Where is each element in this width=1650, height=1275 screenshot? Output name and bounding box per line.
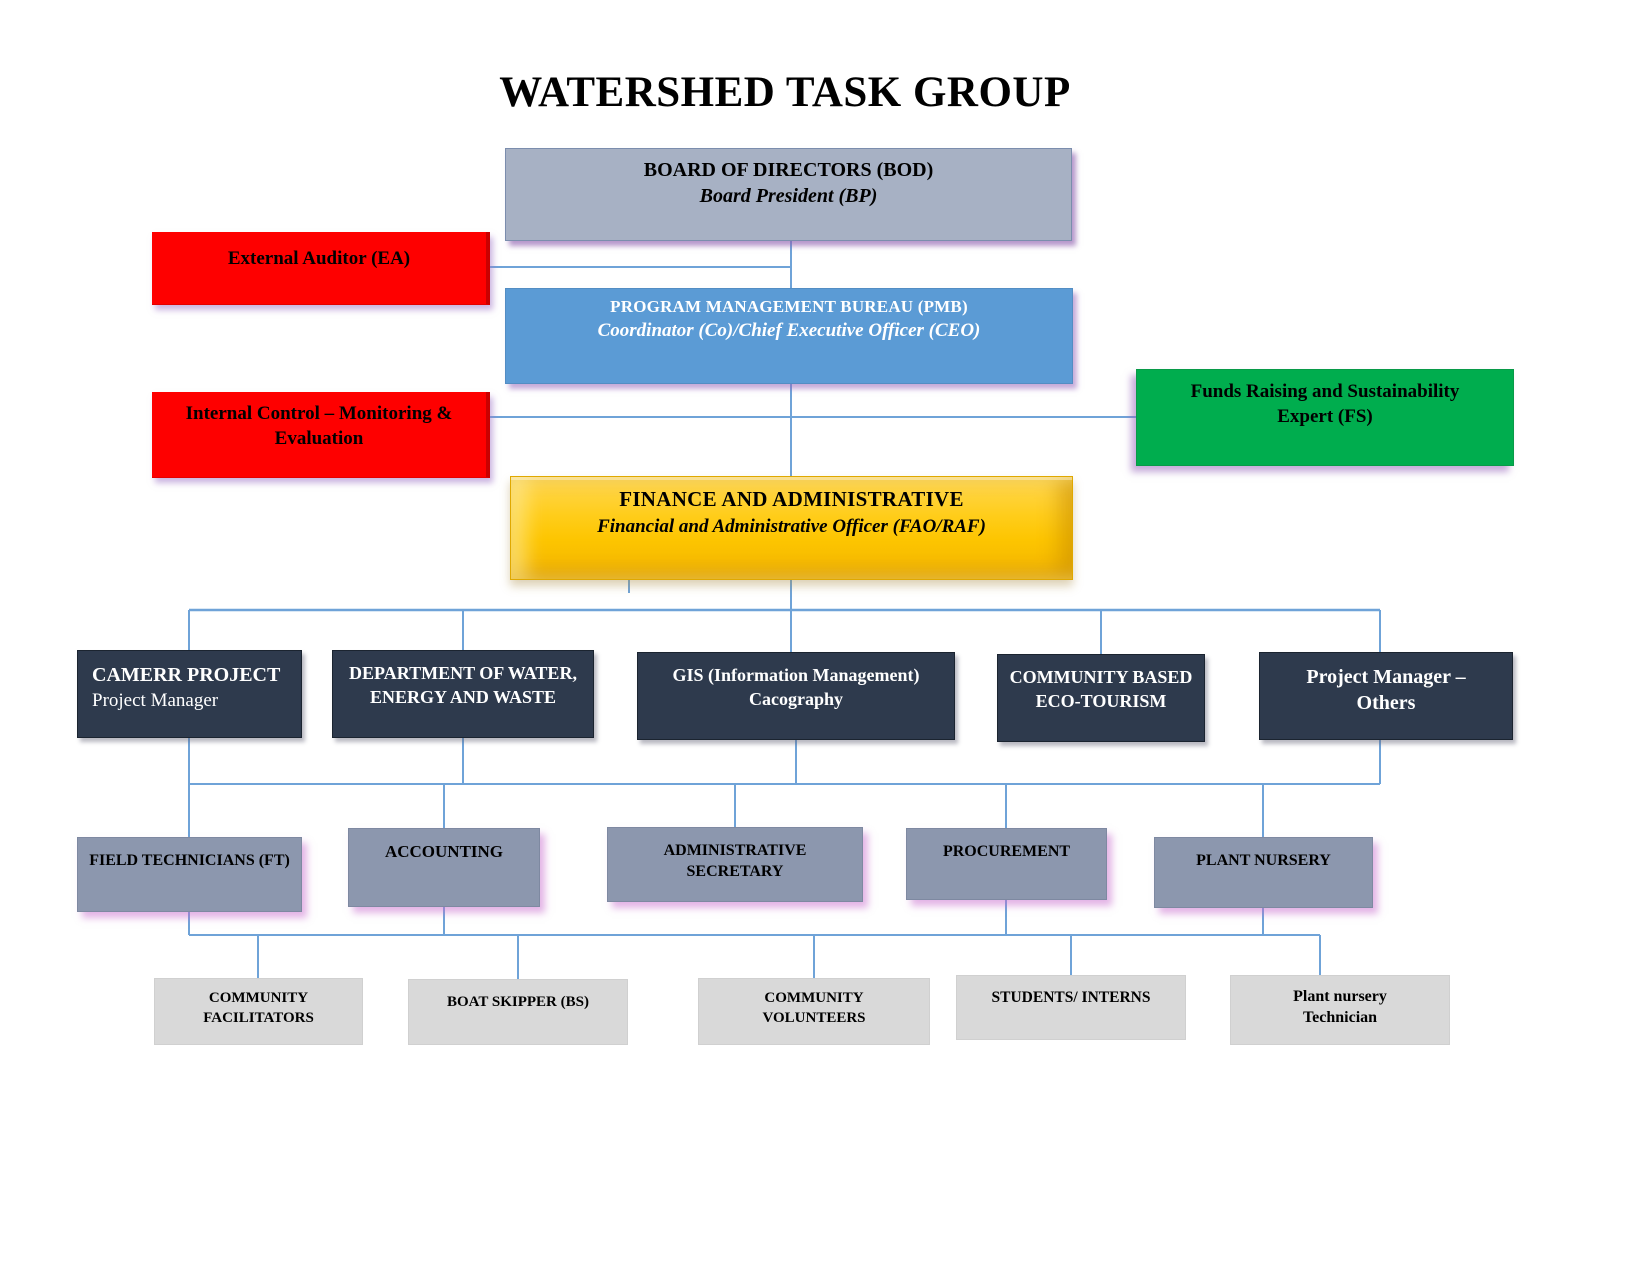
box-subtitle: FACILITATORS (203, 1009, 314, 1026)
box-title: PROGRAM MANAGEMENT BUREAU (PMB) (610, 297, 968, 316)
box-title: STUDENTS/ INTERNS (991, 989, 1151, 1006)
box-administrative-secretary: ADMINISTRATIVE SECRETARY (607, 827, 863, 902)
box-subtitle: Project Manager (92, 690, 219, 712)
box-boat-skipper: BOAT SKIPPER (BS) (408, 979, 628, 1045)
box-finance-administrative: FINANCE AND ADMINISTRATIVE Financial and… (510, 476, 1073, 580)
box-external-auditor: External Auditor (EA) (152, 232, 490, 305)
box-funds-raising-expert: Funds Raising and Sustainability Expert … (1136, 369, 1514, 466)
box-title: Plant nursery (1293, 988, 1387, 1005)
box-department-water-energy-waste: DEPARTMENT OF WATER, ENERGY AND WASTE (332, 650, 594, 738)
box-title: External Auditor (EA) (227, 248, 411, 269)
box-plant-nursery: PLANT NURSERY (1154, 837, 1373, 908)
box-program-management-bureau: PROGRAM MANAGEMENT BUREAU (PMB) Coordina… (505, 288, 1073, 384)
box-community-facilitators: COMMUNITY FACILITATORS (154, 978, 363, 1045)
box-project-manager-others: Project Manager – Others (1259, 652, 1513, 740)
box-title: Internal Control – Monitoring & (185, 403, 453, 424)
box-title: Project Manager – (1306, 666, 1466, 688)
box-subtitle: Financial and Administrative Officer (FA… (597, 515, 986, 537)
box-subtitle: Evaluation (274, 428, 364, 450)
box-subtitle: Technician (1302, 1009, 1378, 1027)
box-internal-control: Internal Control – Monitoring & Evaluati… (152, 392, 490, 478)
box-subtitle: Cacography (749, 688, 843, 709)
box-title: ACCOUNTING (384, 842, 504, 861)
box-subtitle: Coordinator (Co)/Chief Executive Officer… (597, 320, 981, 342)
box-gis-information-management: GIS (Information Management) Cacography (637, 652, 955, 740)
box-subtitle: ECO-TOURISM (1035, 690, 1167, 711)
box-title: PLANT NURSERY (1196, 852, 1331, 869)
box-title: CAMERR PROJECT (92, 664, 281, 686)
box-community-based-eco-tourism: COMMUNITY BASED ECO-TOURISM (997, 654, 1205, 742)
box-subtitle: SECRETARY (686, 863, 784, 881)
box-subtitle: Expert (FS) (1277, 406, 1373, 428)
box-title: GIS (Information Management) (672, 665, 920, 685)
box-board-of-directors: BOARD OF DIRECTORS (BOD) Board President… (505, 148, 1072, 241)
box-camerr-project: CAMERR PROJECT Project Manager (77, 650, 302, 738)
page-title: WATERSHED TASK GROUP (499, 69, 1071, 116)
box-procurement: PROCUREMENT (906, 828, 1107, 900)
box-title: FINANCE AND ADMINISTRATIVE (619, 487, 964, 511)
box-title: COMMUNITY (764, 990, 864, 1006)
box-plant-nursery-technician: Plant nursery Technician (1230, 975, 1450, 1045)
box-title: Funds Raising and Sustainability (1190, 381, 1460, 402)
box-title: COMMUNITY (208, 990, 309, 1006)
box-title: BOARD OF DIRECTORS (BOD) (643, 159, 934, 181)
box-title: COMMUNITY BASED (1009, 667, 1193, 687)
box-subtitle: VOLUNTEERS (762, 1009, 866, 1026)
box-title: ADMINISTRATIVE (663, 842, 807, 859)
box-subtitle: Board President (BP) (699, 185, 878, 208)
box-community-volunteers: COMMUNITY VOLUNTEERS (698, 978, 930, 1045)
box-accounting: ACCOUNTING (348, 828, 540, 907)
box-title: FIELD TECHNICIANS (FT) (89, 852, 290, 869)
box-title: DEPARTMENT OF WATER, (349, 663, 577, 683)
box-title: PROCUREMENT (942, 843, 1071, 860)
box-title: BOAT SKIPPER (BS) (447, 994, 589, 1010)
box-subtitle: ENERGY AND WASTE (369, 686, 557, 707)
box-field-technicians: FIELD TECHNICIANS (FT) (77, 837, 302, 912)
box-students-interns: STUDENTS/ INTERNS (956, 975, 1186, 1040)
box-subtitle: Others (1356, 692, 1416, 715)
